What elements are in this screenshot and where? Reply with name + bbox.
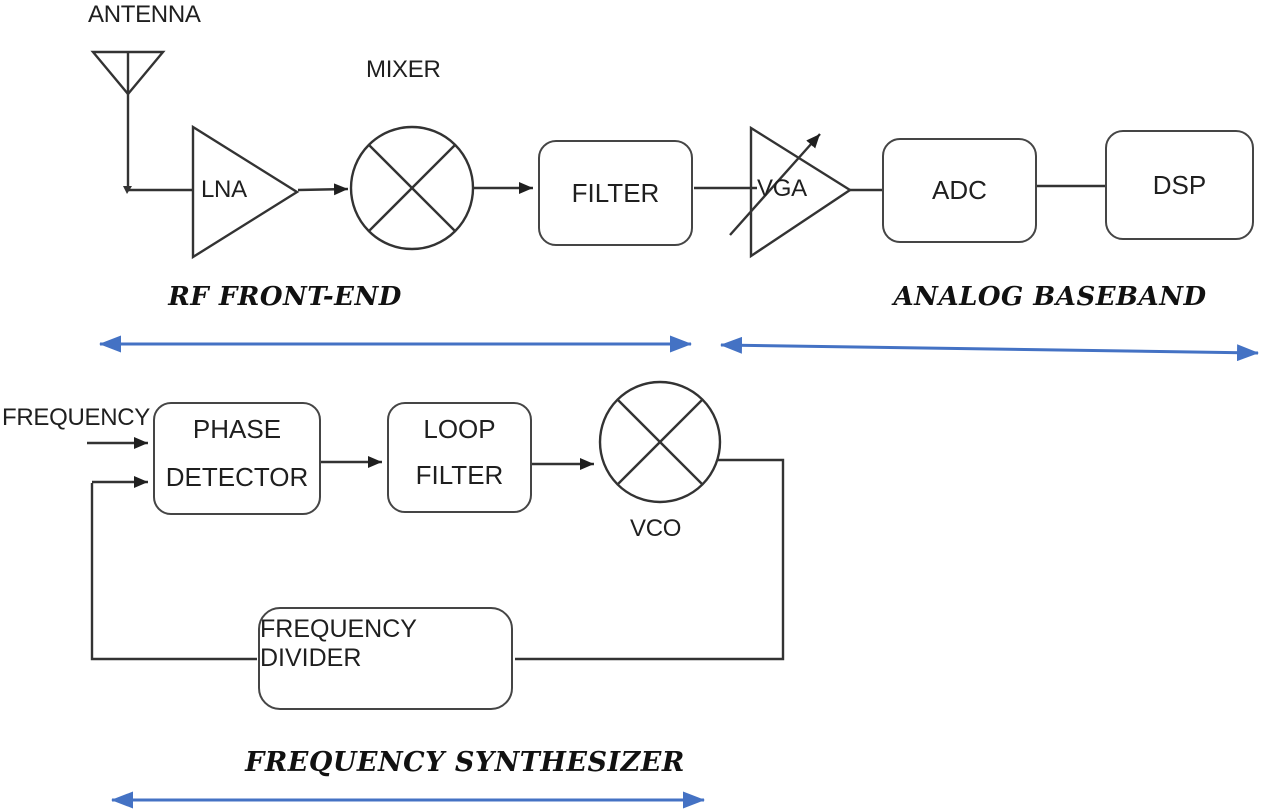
loop-filter-label-line1: LOOP <box>423 414 496 444</box>
antenna-feed-tick <box>123 186 132 194</box>
phase-detector-label-line2: DETECTOR <box>165 462 309 492</box>
divider-to-pd-feedback-line <box>90 483 257 661</box>
phase-detector-label-line1: PHASE <box>192 414 282 444</box>
loop-filter-box: LOOP FILTER <box>387 402 532 513</box>
phase-detector-box: PHASE DETECTOR <box>153 402 321 515</box>
frequency-divider-label: FREQUENCY DIVIDER <box>260 614 417 672</box>
dsp-label: DSP <box>1152 169 1207 200</box>
filter-box: FILTER <box>538 140 693 246</box>
vga-gain-arrow <box>729 133 821 236</box>
vco-label: VCO <box>630 515 682 542</box>
loop-filter-label-line2: FILTER <box>415 460 504 490</box>
analog-baseband-section-label: ANALOG BASEBAND <box>893 282 1207 312</box>
adc-label: ADC <box>932 175 987 205</box>
analog-baseband-span-arrow <box>720 336 1259 362</box>
dsp-box: DSP <box>1105 130 1254 240</box>
mixer-label: MIXER <box>366 56 441 83</box>
antenna-label: ANTENNA <box>88 1 201 28</box>
vga-amplifier-symbol <box>749 125 853 259</box>
adc-box: ADC <box>882 138 1037 243</box>
mixer-symbol <box>349 125 475 251</box>
vco-output-feedback-line <box>515 458 785 661</box>
antenna-icon <box>90 50 192 194</box>
frequency-divider-box: FREQUENCY DIVIDER <box>258 607 513 710</box>
rf-front-end-section-label: RF FRONT-END <box>168 282 402 312</box>
vga-label: VGA <box>757 175 807 202</box>
filter-label: FILTER <box>571 177 660 208</box>
frequency-input-label: FREQUENCY <box>2 404 150 431</box>
lna-label: LNA <box>201 176 247 203</box>
lna-to-mixer-arrow <box>297 183 349 196</box>
frequency-synthesizer-section-label: FREQUENCY SYNTHESIZER <box>245 747 685 778</box>
lna-amplifier-symbol <box>191 124 300 260</box>
vco-symbol <box>598 380 722 504</box>
